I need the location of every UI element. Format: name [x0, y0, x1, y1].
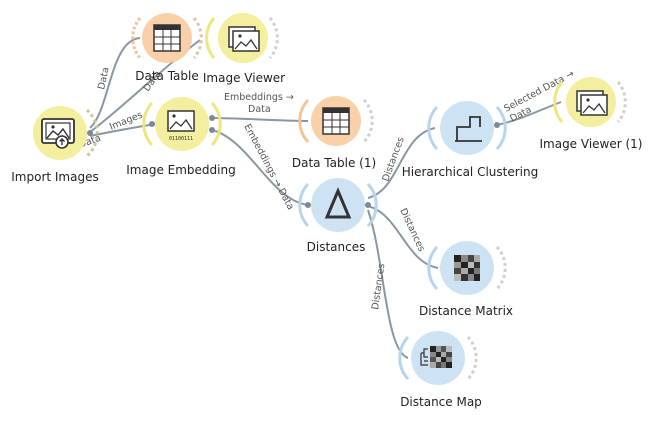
delta-icon	[324, 187, 352, 219]
node-label: Image Embedding	[126, 163, 235, 177]
link-label-import-to-data-table: Data	[96, 66, 111, 90]
node-distance-matrix[interactable]: Distance Matrix	[419, 241, 513, 318]
node-image-viewer-1[interactable]: Image Viewer (1)	[539, 77, 643, 151]
output-anchor[interactable]	[209, 115, 215, 121]
node-label: Distance Map	[400, 395, 482, 409]
node-import-images[interactable]: Import Images	[11, 106, 99, 184]
node-distance-map[interactable]: Distance Map	[398, 331, 482, 409]
input-anchor[interactable]	[149, 121, 155, 127]
table-icon	[153, 24, 181, 52]
link-label-distances-to-map: Distances	[370, 263, 387, 311]
link-label-distances-to-matrix: Distances	[397, 207, 427, 254]
node-label: Data Table	[135, 69, 199, 83]
node-label: Data Table (1)	[292, 156, 376, 170]
table-icon	[322, 107, 350, 135]
link-label-clustering-to-viewer-a: Selected Data →	[502, 68, 576, 114]
output-anchor[interactable]	[209, 127, 215, 133]
matrix-icon	[454, 255, 480, 281]
output-anchor[interactable]	[365, 202, 371, 208]
node-hierarchical-clustering[interactable]: Hierarchical Clustering	[402, 101, 538, 179]
embedding-icon-caption: 01100111	[169, 136, 193, 142]
image-embedding-icon: 01100111	[167, 110, 195, 142]
node-image-embedding[interactable]: 01100111 Image Embedding	[126, 97, 236, 177]
node-image-viewer[interactable]: Image Viewer	[203, 13, 285, 85]
node-label: Image Viewer (1)	[539, 137, 642, 151]
node-label: Image Viewer	[203, 71, 285, 85]
node-label: Distances	[307, 240, 366, 254]
link-label-embedding-to-table1-a: Embeddings →	[224, 92, 294, 103]
dendrogram-icon	[455, 116, 482, 142]
link-embedding-to-data-table-1[interactable]	[211, 117, 309, 122]
import-images-icon	[41, 118, 75, 149]
node-label: Hierarchical Clustering	[402, 165, 538, 179]
link-label-embedding-to-table1-b: Data	[248, 104, 271, 115]
input-anchor[interactable]	[305, 202, 311, 208]
image-viewer-icon	[228, 26, 260, 52]
node-label: Import Images	[11, 170, 98, 184]
node-data-table[interactable]: Data Table	[131, 13, 203, 83]
distance-map-icon	[420, 346, 452, 368]
node-data-table-1[interactable]: Data Table (1)	[292, 96, 376, 170]
node-distances[interactable]: Distances	[298, 178, 378, 254]
link-distances-to-clustering[interactable]	[367, 127, 436, 199]
link-label-embedding-to-distances: Embeddings → Data	[241, 122, 296, 211]
image-viewer-icon	[576, 90, 608, 116]
output-anchor[interactable]	[494, 122, 500, 128]
link-embedding-to-distances[interactable]	[211, 129, 309, 206]
node-label: Distance Matrix	[419, 304, 513, 318]
output-anchor[interactable]	[87, 130, 93, 136]
